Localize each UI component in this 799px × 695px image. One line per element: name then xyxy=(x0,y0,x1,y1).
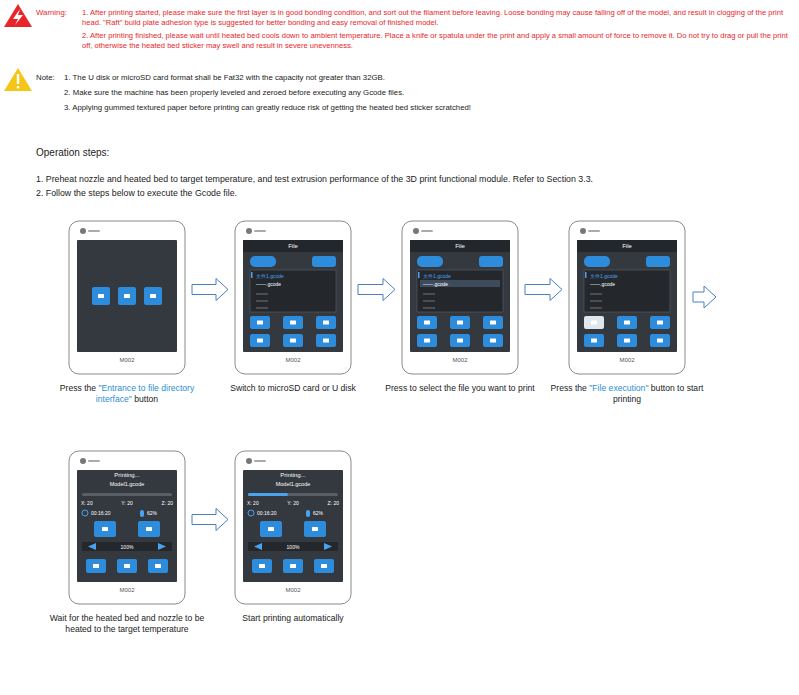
screen-title: File xyxy=(410,243,510,250)
file-name: ——.gcode xyxy=(423,281,501,287)
screen-title: Printing... xyxy=(243,472,343,479)
phone-screen: M002Wait for the heated bed and nozzle t… xyxy=(68,450,186,605)
model-label: M002 xyxy=(68,587,186,593)
warning-text: 2. After printing finished, please wait … xyxy=(82,31,794,50)
file-name: 文件1.gcode xyxy=(256,273,334,279)
step-arrow xyxy=(358,279,395,301)
note-icon xyxy=(4,68,32,91)
step-caption: Wait for the heated bed and nozzle to be… xyxy=(44,613,210,635)
note-text: 2. Make sure the machine has been proper… xyxy=(64,88,784,97)
caption-text: Switch to microSD card or U disk xyxy=(230,383,356,393)
file-name: 文件1.gcode xyxy=(590,273,668,279)
note-text: 1. The U disk or microSD card format sha… xyxy=(64,73,784,82)
screen-title: Printing... xyxy=(77,472,177,479)
step-caption: Switch to microSD card or U disk xyxy=(210,383,376,394)
axis-value: Z: 20 xyxy=(143,500,173,506)
note-text: 3. Applying gummed textured paper before… xyxy=(64,103,784,112)
screen-title: File xyxy=(243,243,343,250)
file-name: Model1.gcode xyxy=(77,481,177,488)
phone-screen: M002Press the"File execution"button to s… xyxy=(568,220,686,375)
model-label: M002 xyxy=(234,357,352,363)
note-heading: Note: xyxy=(36,73,64,82)
warning-heading: Warning: xyxy=(36,8,82,18)
phone-illustration xyxy=(68,220,186,375)
step-text: 1. Preheat nozzle and heated bed to targ… xyxy=(36,174,786,185)
model-label: M002 xyxy=(68,357,186,363)
warning-text: 1. After printing started, please make s… xyxy=(82,8,794,27)
speed-percent: 100% xyxy=(268,544,318,550)
print-time: 00:16:20 xyxy=(91,510,131,516)
model-label: M002 xyxy=(401,357,519,363)
screen-title: File xyxy=(577,243,677,250)
caption-text: Start printing automatically xyxy=(242,613,343,623)
axis-value: X: 20 xyxy=(247,500,277,506)
section-heading: Operation steps: xyxy=(36,147,336,159)
caption-text: Wait for the heated bed and nozzle to be… xyxy=(50,613,204,634)
temperature-percent: 62% xyxy=(313,510,339,516)
caption-text: "File execution" xyxy=(589,383,648,393)
print-time: 00:16:20 xyxy=(257,510,297,516)
step-caption: Press the"Entrance to file directory int… xyxy=(44,383,210,405)
file-name: 文件1.gcode xyxy=(423,273,501,279)
axis-value: X: 20 xyxy=(81,500,111,506)
model-label: M002 xyxy=(568,357,686,363)
file-name: ——.gcode xyxy=(590,281,668,287)
file-name: Model1.gcode xyxy=(243,481,343,488)
phone-screen: M002Press the"Entrance to file directory… xyxy=(68,220,186,375)
step-caption: Start printing automatically xyxy=(210,613,376,624)
caption-text: Press the xyxy=(551,383,587,393)
caption-text: Press the xyxy=(60,383,96,393)
warning-icon xyxy=(4,4,32,27)
step-arrow xyxy=(192,279,228,301)
phone-screen: M002Switch to microSD card or U diskFile… xyxy=(234,220,352,375)
step-caption: Press to select the file you want to pri… xyxy=(377,383,543,394)
temperature-percent: 62% xyxy=(147,510,173,516)
step-arrow xyxy=(525,279,562,301)
step-caption: Press the"File execution"button to start… xyxy=(544,383,710,405)
step-arrow xyxy=(192,509,228,531)
step-text: 2. Follow the steps below to execute the… xyxy=(36,188,786,199)
axis-value: Z: 20 xyxy=(309,500,339,506)
phone-screen: M002Start printing automaticallyPrinting… xyxy=(234,450,352,605)
axis-value: Y: 20 xyxy=(112,500,142,506)
caption-text: Press to select the file you want to pri… xyxy=(385,383,535,393)
phone-screen: M002Press to select the file you want to… xyxy=(401,220,519,375)
trailing-arrow xyxy=(693,286,716,308)
axis-value: Y: 20 xyxy=(278,500,308,506)
caption-text: button xyxy=(134,394,158,404)
file-name: ——.gcode xyxy=(256,281,334,287)
model-label: M002 xyxy=(234,587,352,593)
speed-percent: 100% xyxy=(102,544,152,550)
